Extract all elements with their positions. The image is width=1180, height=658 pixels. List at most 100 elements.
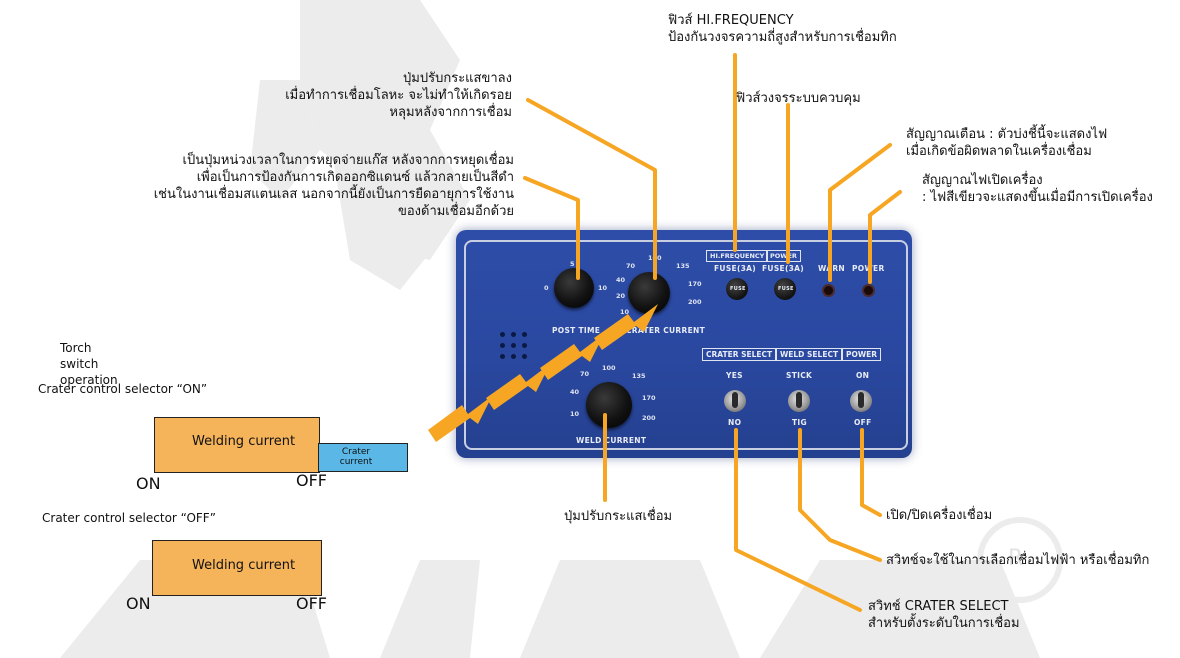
speaker-grille xyxy=(500,332,530,362)
weld-tick: 10 xyxy=(570,410,580,418)
callout-line: เป็นปุ่มหน่วงเวลาในการหยุดจ่ายแก๊ส หลังจ… xyxy=(182,153,514,168)
crater-current-label: CRATER CURRENT xyxy=(626,326,705,335)
callout-power-switch: เปิด/ปิดเครื่องเชื่อม xyxy=(886,507,992,524)
fuse-cap-text: FUSE xyxy=(730,286,746,292)
power-led xyxy=(862,284,875,297)
leader-crater-knob xyxy=(526,98,657,280)
callout-line: หลุมหลังจากการเชื่อม xyxy=(389,105,512,120)
panel-frame xyxy=(464,240,908,450)
callout-line: เพื่อเป็นการป้องกันการเกิดออกซิแดนซ์ แล้… xyxy=(196,170,514,185)
fuse-cap-text: FUSE xyxy=(778,286,794,292)
callout-weld-select: สวิทช์จะใช้ในการเลือกเชื่อมไฟฟ้า หรือเชื… xyxy=(886,552,1149,569)
crater-selector-off-label: Crater control selector “OFF” xyxy=(42,511,216,525)
off-label: OFF xyxy=(854,418,872,427)
crater-select-switch[interactable] xyxy=(724,390,746,412)
tig-label: TIG xyxy=(792,418,807,427)
callout-line: ป้องกันวงจรความถี่สูงสำหรับการเชื่อมทิก xyxy=(668,30,897,45)
callout-crater-knob: ปุ่มปรับกระแสขาลง เมื่อทำการเชื่อมโลหะ จ… xyxy=(250,70,512,121)
crater-tick: 10 xyxy=(620,308,630,316)
callout-line: ฟิวส์วงจรระบบควบคุม xyxy=(736,91,861,106)
crater-tick: 170 xyxy=(688,280,702,288)
callout-line: : ไฟสีเขียวจะแสดงขึ้นเมื่อมีการเปิดเครื่… xyxy=(922,190,1153,205)
crater-tick: 40 xyxy=(616,276,626,284)
crater-tick: 200 xyxy=(688,298,702,306)
callout-line: เมื่อทำการเชื่อมโลหะ จะไม่ทำให้เกิดรอย xyxy=(285,88,512,103)
weld-select-switch[interactable] xyxy=(788,390,810,412)
post-time-knob[interactable] xyxy=(554,268,594,308)
callout-line: สำหรับตั้งระดับในการเชื่อม xyxy=(868,616,1020,631)
leader-weld-select xyxy=(798,428,882,562)
welding-current-text: Welding current xyxy=(192,434,296,449)
leader-warn xyxy=(828,143,892,282)
registered-mark: R xyxy=(1008,546,1024,571)
crater-current-text: Crater current xyxy=(339,447,373,467)
callout-line: เปิด/ปิดเครื่องเชื่อม xyxy=(886,508,993,523)
callout-control-fuse: ฟิวส์วงจรระบบควบคุม xyxy=(736,90,861,107)
hi-frequency-label: HI.FREQUENCY xyxy=(706,250,769,262)
weld-tick: 40 xyxy=(570,388,580,396)
crater-current-bar xyxy=(318,443,408,472)
callout-post-time: เป็นปุ่มหน่วงเวลาในการหยุดจ่ายแก๊ส หลังจ… xyxy=(112,152,514,220)
yes-label: YES xyxy=(726,371,743,380)
weld-current-knob[interactable] xyxy=(586,382,632,428)
on-label: ON xyxy=(856,371,870,380)
crater-tick: 135 xyxy=(676,262,690,270)
callout-line: ของด้ามเชื่อมอีกด้วย xyxy=(397,204,514,219)
callout-line: สัญญาณเตือน : ตัวบ่งชี้นี้จะแสดงไฟ xyxy=(906,127,1108,142)
post-tick: 10 xyxy=(598,284,608,292)
weld-select-label: WELD SELECT xyxy=(776,348,843,361)
crater-current-knob[interactable] xyxy=(628,272,670,314)
power-select-label: POWER xyxy=(842,348,882,361)
callout-warn: สัญญาณเตือน : ตัวบ่งชี้นี้จะแสดงไฟ เมื่อ… xyxy=(906,126,1107,160)
crater-tick: 20 xyxy=(616,292,626,300)
callout-line: สวิทช์จะใช้ในการเลือกเชื่อมไฟฟ้า หรือเชื… xyxy=(886,553,1150,568)
arrow-4 xyxy=(594,304,658,350)
callout-line: ปุ่มปรับกระแสขาลง xyxy=(403,71,512,86)
torch-switch-label: Torch switch operation xyxy=(60,341,118,387)
callout-power-led: สัญญาณไฟเปิดเครื่อง : ไฟสีเขียวจะแสดงขึ้… xyxy=(922,172,1153,206)
callout-line: สวิทช์ CRATER SELECT xyxy=(868,599,1009,614)
welding-current-bar-off xyxy=(152,540,322,596)
crater-tick: 70 xyxy=(626,262,636,270)
leader-power-led xyxy=(868,190,902,284)
weld-current-label: WELD CURRENT xyxy=(576,436,647,445)
control-fuse[interactable] xyxy=(774,278,796,300)
callout-crater-select: สวิทช์ CRATER SELECT สำหรับตั้งระดับในกา… xyxy=(868,598,1020,632)
callout-weld-knob: ปุ่มปรับกระแสเชื่อม xyxy=(564,508,672,525)
post-time-label: POST TIME xyxy=(552,326,601,335)
no-label: NO xyxy=(728,418,742,427)
leader-power-switch xyxy=(860,428,882,517)
callout-line: เมื่อเกิดข้อผิดพลาดในเครื่องเชื่อม xyxy=(906,144,1092,159)
weld-tick: 200 xyxy=(642,414,656,422)
power-switch[interactable] xyxy=(850,390,872,412)
post-tick: 0 xyxy=(544,284,549,292)
callout-hf-fuse: ฟิวส์ HI.FREQUENCY ป้องกันวงจรความถี่สูง… xyxy=(668,12,897,46)
callout-line: ฟิวส์ HI.FREQUENCY xyxy=(668,13,794,28)
stick-label: STICK xyxy=(786,371,813,380)
callout-line: สัญญาณไฟเปิดเครื่อง xyxy=(922,173,1043,188)
off-marker: OFF xyxy=(296,471,327,490)
crater-select-label: CRATER SELECT xyxy=(702,348,777,361)
on-marker: ON xyxy=(136,474,161,493)
post-tick: 5 xyxy=(570,260,575,268)
arrow-1 xyxy=(428,396,492,442)
weld-tick: 170 xyxy=(642,394,656,402)
callout-line: เช่นในงานเชื่อมสแตนเลส นอกจากนี้ยังเป็นก… xyxy=(153,187,514,202)
weld-tick: 135 xyxy=(632,372,646,380)
weld-tick: 100 xyxy=(602,364,616,372)
on-marker: ON xyxy=(126,594,151,613)
leader-crater-select xyxy=(734,428,862,612)
arrow-2 xyxy=(486,364,550,410)
hf-fuse[interactable] xyxy=(726,278,748,300)
power-fuse-label: POWER xyxy=(766,250,801,262)
welding-current-text: Welding current xyxy=(192,558,296,573)
weld-tick: 70 xyxy=(580,370,590,378)
control-panel: 0 5 10 POST TIME 70 100 135 40 170 20 20… xyxy=(456,230,912,458)
crater-selector-on-label: Crater control selector “ON” xyxy=(38,382,208,396)
off-marker: OFF xyxy=(296,594,327,613)
arrow-3 xyxy=(540,334,604,380)
warn-led xyxy=(822,284,835,297)
callout-line: ปุ่มปรับกระแสเชื่อม xyxy=(564,509,673,524)
